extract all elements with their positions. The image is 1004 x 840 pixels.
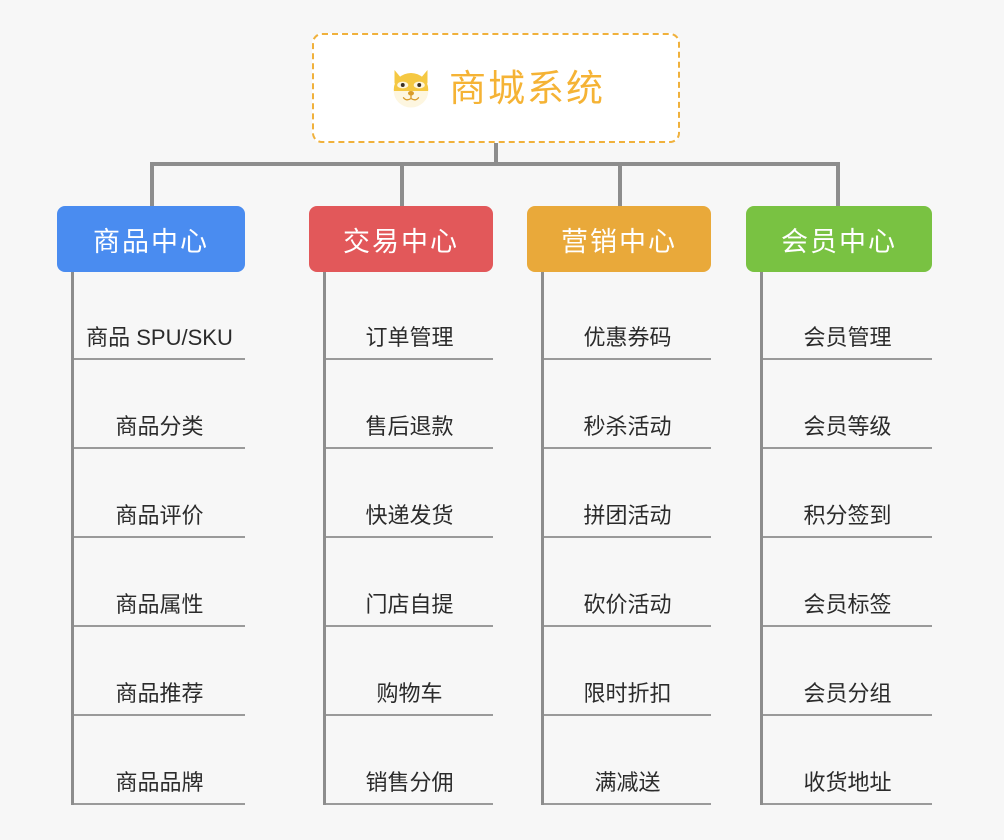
leaf-item[interactable]: 限时折扣: [544, 627, 711, 716]
connector-root-stem: [494, 143, 498, 165]
branch-header-2[interactable]: 交易中心: [309, 206, 493, 272]
shiba-dog-face-icon: [393, 70, 429, 108]
branch-header-label-4: 会员中心: [781, 226, 897, 257]
leaf-item-label: 会员管理: [803, 325, 892, 350]
connector-drop-2: [400, 162, 404, 206]
branch-header-label-2: 交易中心: [343, 226, 459, 257]
leaf-item[interactable]: 砍价活动: [544, 538, 711, 627]
leaf-item-label: 满减送: [594, 770, 661, 795]
leaf-item[interactable]: 购物车: [326, 627, 493, 716]
leaf-item[interactable]: 商品 SPU/SKU: [74, 272, 245, 360]
branch-header-3[interactable]: 营销中心: [527, 206, 711, 272]
leaf-item-label: 砍价活动: [583, 592, 672, 617]
leaf-item-label: 售后退款: [365, 414, 454, 439]
leaf-item-label: 商品推荐: [115, 681, 204, 706]
leaf-item[interactable]: 收货地址: [763, 716, 932, 805]
leaf-item-label: 积分签到: [803, 503, 892, 528]
branch-column-4: 会员中心 会员管理 会员等级 积分签到 会员标签 会员分组 收货地址: [746, 206, 932, 805]
leaf-item[interactable]: 门店自提: [326, 538, 493, 627]
leaf-item-label: 商品 SPU/SKU: [86, 325, 233, 350]
root-node-title: 商城系统: [449, 67, 605, 109]
branch-column-3: 营销中心 优惠券码 秒杀活动 拼团活动 砍价活动 限时折扣 满减送: [527, 206, 711, 805]
leaf-item[interactable]: 订单管理: [326, 272, 493, 360]
connector-drop-1: [150, 162, 154, 206]
leaf-item-label: 会员分组: [803, 681, 892, 706]
leaf-item-label: 秒杀活动: [583, 414, 672, 439]
leaf-item-label: 收货地址: [803, 770, 892, 795]
leaf-item[interactable]: 满减送: [544, 716, 711, 805]
branch-items-1: 商品 SPU/SKU 商品分类 商品评价 商品属性 商品推荐 商品品牌: [71, 272, 245, 805]
leaf-item[interactable]: 秒杀活动: [544, 360, 711, 449]
branch-items-3: 优惠券码 秒杀活动 拼团活动 砍价活动 限时折扣 满减送: [541, 272, 711, 805]
leaf-item-label: 优惠券码: [583, 325, 672, 350]
branch-header-label-1: 商品中心: [93, 226, 209, 257]
leaf-item-label: 商品分类: [115, 414, 204, 439]
connector-drop-3: [618, 162, 622, 206]
leaf-item[interactable]: 商品推荐: [74, 627, 245, 716]
leaf-item-label: 快递发货: [365, 503, 454, 528]
leaf-item[interactable]: 商品分类: [74, 360, 245, 449]
leaf-item[interactable]: 会员标签: [763, 538, 932, 627]
leaf-item-label: 商品评价: [115, 503, 204, 528]
branch-items-4: 会员管理 会员等级 积分签到 会员标签 会员分组 收货地址: [760, 272, 932, 805]
leaf-item[interactable]: 商品属性: [74, 538, 245, 627]
leaf-item-label: 商品品牌: [115, 770, 204, 795]
branch-items-2: 订单管理 售后退款 快递发货 门店自提 购物车 销售分佣: [323, 272, 493, 805]
leaf-item-label: 购物车: [376, 681, 443, 706]
leaf-item-label: 订单管理: [365, 325, 454, 350]
leaf-item[interactable]: 会员分组: [763, 627, 932, 716]
root-node-mall-system[interactable]: 商城系统: [312, 33, 680, 143]
leaf-item[interactable]: 售后退款: [326, 360, 493, 449]
branch-column-2: 交易中心 订单管理 售后退款 快递发货 门店自提 购物车 销售分佣: [309, 206, 493, 805]
connector-drop-4: [836, 162, 840, 206]
connector-horizontal-bus: [150, 162, 840, 166]
leaf-item[interactable]: 积分签到: [763, 449, 932, 538]
leaf-item[interactable]: 优惠券码: [544, 272, 711, 360]
leaf-item-label: 拼团活动: [583, 503, 672, 528]
branch-column-1: 商品中心 商品 SPU/SKU 商品分类 商品评价 商品属性 商品推荐 商品品牌: [57, 206, 245, 805]
leaf-item-label: 会员等级: [803, 414, 892, 439]
branch-header-label-3: 营销中心: [561, 226, 677, 257]
leaf-item[interactable]: 商品品牌: [74, 716, 245, 805]
leaf-item-label: 门店自提: [365, 592, 454, 617]
branch-header-1[interactable]: 商品中心: [57, 206, 245, 272]
leaf-item[interactable]: 会员管理: [763, 272, 932, 360]
leaf-item[interactable]: 销售分佣: [326, 716, 493, 805]
leaf-item-label: 限时折扣: [583, 681, 672, 706]
leaf-item[interactable]: 会员等级: [763, 360, 932, 449]
leaf-item-label: 销售分佣: [365, 770, 454, 795]
leaf-item[interactable]: 快递发货: [326, 449, 493, 538]
leaf-item[interactable]: 拼团活动: [544, 449, 711, 538]
leaf-item-label: 会员标签: [803, 592, 892, 617]
leaf-item-label: 商品属性: [115, 592, 204, 617]
branch-header-4[interactable]: 会员中心: [746, 206, 932, 272]
leaf-item[interactable]: 商品评价: [74, 449, 245, 538]
